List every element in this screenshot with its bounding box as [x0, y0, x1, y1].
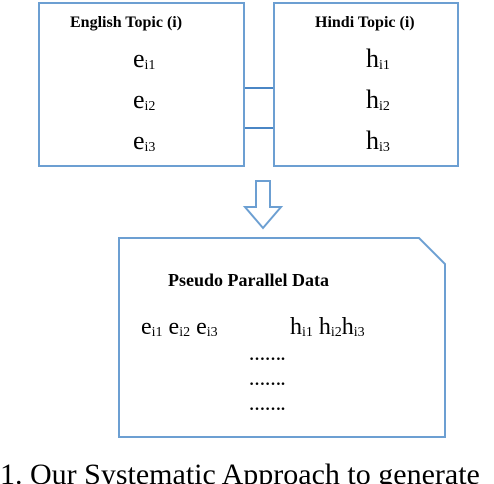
- parallel-e2: ei2: [168, 314, 191, 340]
- parallel-data-document: [118, 237, 446, 438]
- hindi-topic-title: Hindi Topic (i): [315, 14, 415, 31]
- hindi-item-1: hi1: [366, 44, 390, 73]
- down-block-arrow: [242, 180, 284, 230]
- parallel-english-row: ei1 ei2 ei3: [141, 315, 218, 340]
- english-item-1: ei1: [133, 44, 156, 73]
- hindi-topic-box: [273, 2, 459, 167]
- hindi-item-2: hi2: [366, 85, 390, 114]
- parallel-data-title: Pseudo Parallel Data: [168, 270, 329, 290]
- english-item-2: ei2: [133, 85, 156, 114]
- ellipsis-row-2: …….: [249, 372, 285, 389]
- parallel-e1: ei1: [141, 314, 163, 340]
- english-topic-title: English Topic (i): [70, 14, 183, 31]
- ellipsis-row-3: …….: [249, 397, 285, 414]
- parallel-hindi-row: hi1 hi2hi3: [290, 315, 365, 340]
- english-topic-box: [38, 2, 245, 167]
- hindi-item-3: hi3: [366, 126, 390, 155]
- parallel-h1: hi1: [290, 314, 313, 340]
- ellipsis-row-1: …….: [249, 347, 285, 364]
- parallel-h2: hi2: [318, 314, 342, 340]
- figure-caption: 1. Our Systematic Approach to generate: [0, 460, 480, 484]
- english-item-3: ei3: [133, 126, 156, 155]
- parallel-h3: hi3: [341, 314, 365, 340]
- parallel-e3: ei3: [196, 314, 218, 340]
